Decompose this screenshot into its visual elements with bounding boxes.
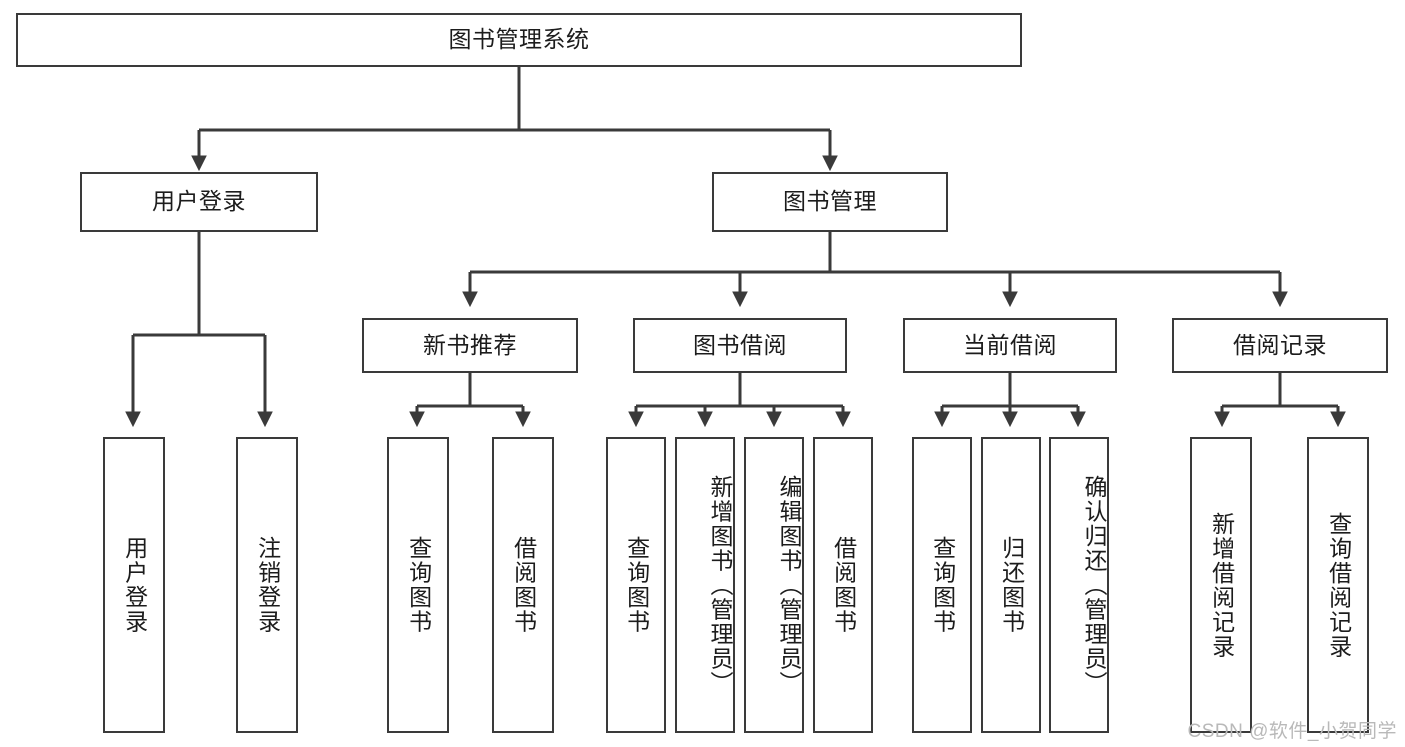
node-leaf-query-book-current[interactable]: 查询图书 xyxy=(912,437,972,733)
node-label: 借阅图书 xyxy=(510,536,537,634)
node-label: 归还图书 xyxy=(998,536,1025,634)
watermark-text: CSDN @软件_小贺同学 xyxy=(1187,721,1397,742)
node-label: 查询图书 xyxy=(405,536,432,634)
node-leaf-query-borrow-record[interactable]: 查询借阅记录 xyxy=(1307,437,1369,733)
node-leaf-add-borrow-record[interactable]: 新增借阅记录 xyxy=(1190,437,1252,733)
node-label: 查询借阅记录 xyxy=(1325,511,1352,659)
node-root-book-management-system[interactable]: 图书管理系统 xyxy=(16,13,1022,67)
node-label: 图书管理系统 xyxy=(448,26,590,53)
node-label: 图书管理 xyxy=(783,188,877,215)
node-current-borrow[interactable]: 当前借阅 xyxy=(903,318,1117,373)
node-book-management[interactable]: 图书管理 xyxy=(712,172,948,232)
node-leaf-user-login[interactable]: 用户登录 xyxy=(103,437,165,733)
node-label: 新增图书（管理员） xyxy=(707,474,733,696)
node-new-book-recommend[interactable]: 新书推荐 xyxy=(362,318,578,373)
node-label: 确认归还（管理员） xyxy=(1081,474,1107,696)
node-leaf-borrow-book-recommend[interactable]: 借阅图书 xyxy=(492,437,554,733)
node-label: 查询图书 xyxy=(623,536,650,634)
node-leaf-confirm-return-admin[interactable]: 确认归还（管理员） xyxy=(1049,437,1109,733)
node-label: 图书借阅 xyxy=(693,331,787,358)
node-label: 注销登录 xyxy=(254,536,281,634)
node-label: 用户登录 xyxy=(152,188,246,215)
node-label: 新书推荐 xyxy=(423,331,517,358)
node-leaf-query-book-recommend[interactable]: 查询图书 xyxy=(387,437,449,733)
node-leaf-logout[interactable]: 注销登录 xyxy=(236,437,298,733)
node-leaf-edit-book-admin[interactable]: 编辑图书（管理员） xyxy=(744,437,804,733)
node-borrow-record[interactable]: 借阅记录 xyxy=(1172,318,1388,373)
node-leaf-borrow-book[interactable]: 借阅图书 xyxy=(813,437,873,733)
node-label: 借阅记录 xyxy=(1233,331,1327,358)
node-label: 新增借阅记录 xyxy=(1208,511,1235,659)
node-label: 编辑图书（管理员） xyxy=(776,474,802,696)
node-label: 查询图书 xyxy=(929,536,956,634)
node-label: 用户登录 xyxy=(121,536,148,634)
node-label: 当前借阅 xyxy=(963,331,1057,358)
node-leaf-return-book[interactable]: 归还图书 xyxy=(981,437,1041,733)
node-label: 借阅图书 xyxy=(830,536,857,634)
node-user-login[interactable]: 用户登录 xyxy=(80,172,318,232)
node-book-borrow[interactable]: 图书借阅 xyxy=(633,318,847,373)
node-leaf-query-book-borrow[interactable]: 查询图书 xyxy=(606,437,666,733)
node-leaf-add-book-admin[interactable]: 新增图书（管理员） xyxy=(675,437,735,733)
